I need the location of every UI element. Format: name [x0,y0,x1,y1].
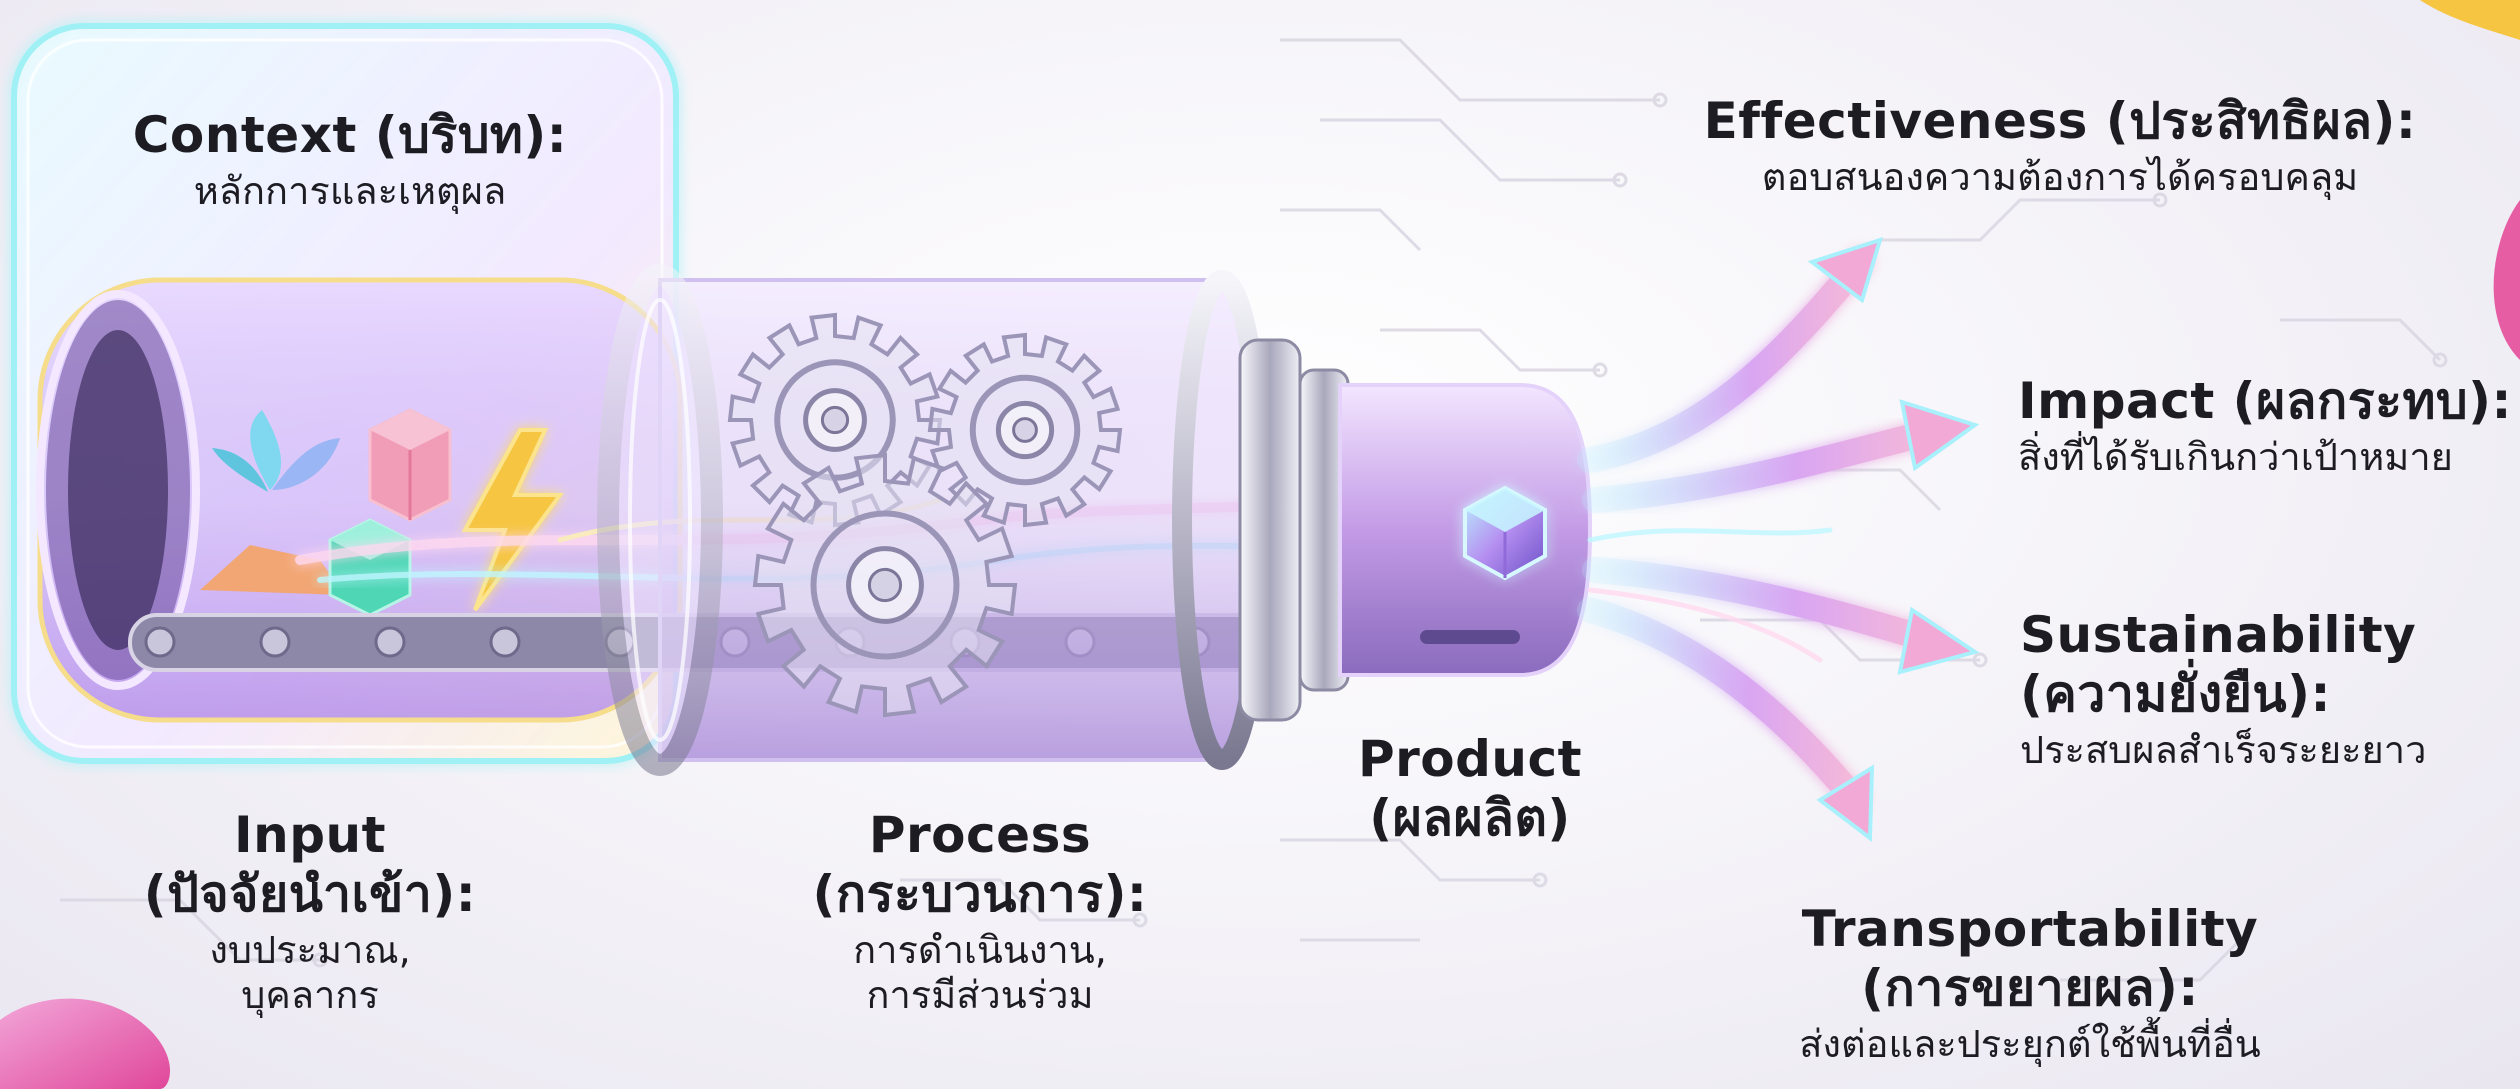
sustainability-title-line1: Sustainability [2020,606,2417,664]
process-desc-line2: การมีส่วนร่วม [866,972,1094,1017]
lightning-icon [461,428,564,612]
gear-icon [752,452,1018,718]
process-label: Process (กระบวนการ): การดำเนินงาน, การมี… [770,806,1190,1018]
sustainability-desc: ประสบผลสำเร็จระยะยาว [2020,728,2427,772]
context-label: Context (บริบท): หลักการและเหตุผล [120,106,580,214]
leaf-icon [212,410,340,492]
effectiveness-title: Effectiveness (ประสิทธิผล): [1703,92,2417,150]
input-items [200,408,564,617]
context-desc: หลักการและเหตุผล [193,169,507,213]
circuit-background [60,38,2448,982]
sand-pile-icon [200,545,345,595]
input-desc-line1: งบประมาณ, [209,928,411,972]
arrow-icon [1577,597,1875,842]
input-title-line2: (ปัจจัยนำเข้า): [143,865,477,923]
sustainability-title-line2: (ความยั่งยืน): [2020,665,2331,723]
cube-icon [328,518,412,617]
gears [727,312,1123,718]
product-label: Product (ผลผลิต) [1320,730,1620,848]
input-title-line1: Input [234,806,386,864]
impact-title: Impact (ผลกระทบ): [2018,372,2512,430]
sustainability-label: Sustainability (ความยั่งยืน): ประสบผลสำเ… [2020,606,2500,773]
impact-desc: สิ่งที่ได้รับเกินกว่าเป้าหมาย [2018,435,2453,479]
product-nozzle [1338,383,1593,677]
process-desc-line1: การดำเนินงาน, [853,928,1107,972]
product-title-line2: (ผลผลิต) [1369,789,1571,847]
effectiveness-desc: ตอบสนองความต้องการได้ครอบคลุม [1761,155,2359,199]
gear-icon [727,312,943,528]
input-label: Input (ปัจจัยนำเข้า): งบประมาณ, บุคลากร [140,806,480,1018]
output-arrows [1577,236,1980,842]
transportability-title-line2: (การขยายผล): [1861,959,2199,1017]
arrow-icon [1577,236,1884,473]
process-title-line1: Process [868,806,1092,864]
transportability-label: Transportability (การขยายผล): ส่งต่อและป… [1720,900,2340,1067]
effectiveness-label: Effectiveness (ประสิทธิผล): ตอบสนองความต… [1690,92,2430,200]
impact-label: Impact (ผลกระทบ): สิ่งที่ได้รับเกินกว่าเ… [2018,372,2514,480]
arrow-icon [1582,399,1980,513]
input-desc-line2: บุคลากร [241,972,379,1017]
context-title: Context (บริบท): [132,106,568,164]
process-title-line2: (กระบวนการ): [812,865,1148,923]
product-title-line1: Product [1357,730,1583,788]
hexagon-product-icon [1463,485,1547,581]
input-tube [36,277,683,723]
cube-icon [368,408,452,522]
gear-icon [927,332,1123,528]
transportability-desc: ส่งต่อและประยุกต์ใช้พื้นที่อื่น [1799,1022,2261,1066]
transportability-title-line1: Transportability [1801,900,2259,958]
arrow-icon [1582,557,1980,675]
